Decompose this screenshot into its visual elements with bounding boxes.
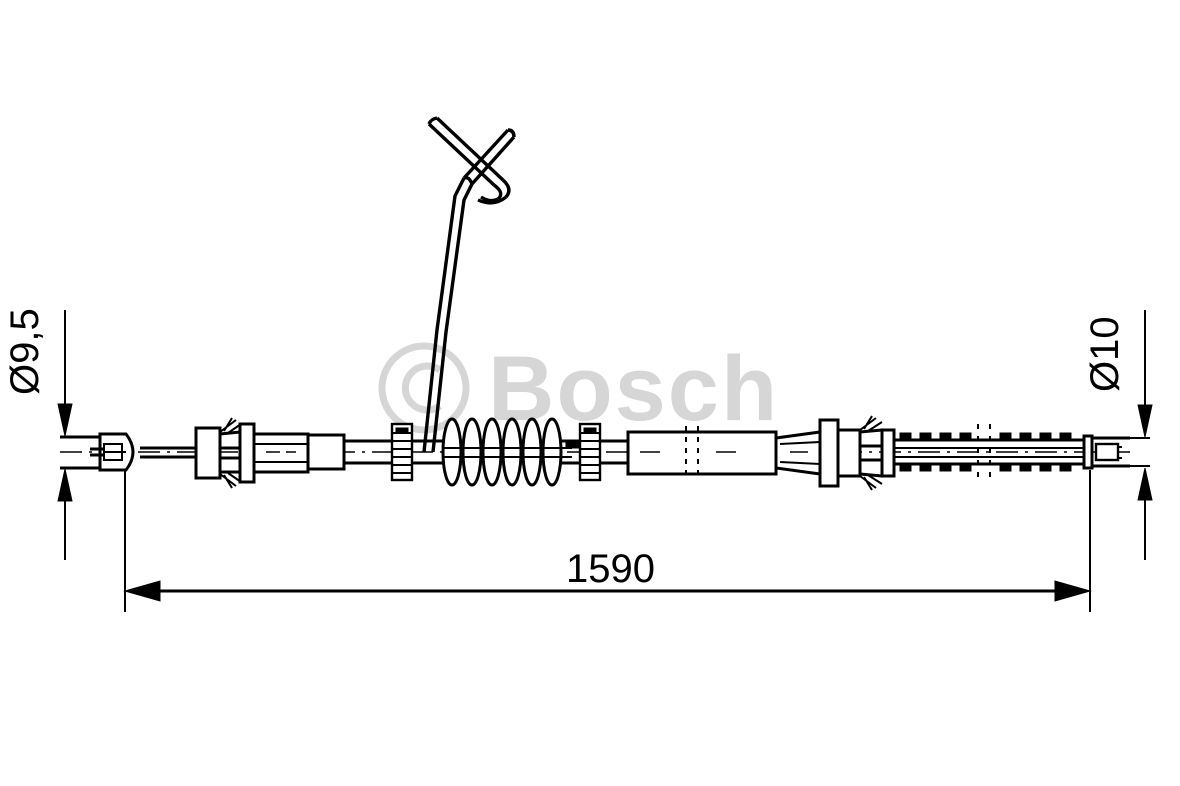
left-ferrule-clamp — [390, 422, 414, 482]
left-diameter-label: Ø9,5 — [3, 308, 47, 395]
break-mark — [685, 426, 699, 480]
left-diameter-dimension: Ø9,5 — [3, 308, 73, 560]
overall-length-label: 1590 — [566, 547, 655, 591]
left-inner-wire — [140, 446, 196, 459]
break-mark — [977, 424, 991, 482]
right-ferrule-clamp — [578, 422, 628, 482]
right-diameter-dimension: Ø10 — [1083, 310, 1153, 560]
left-clip-connector — [194, 417, 310, 489]
right-diameter-label: Ø10 — [1083, 316, 1127, 392]
overall-length-dimension: 1590 — [123, 470, 1092, 612]
copyright-symbol-icon — [378, 342, 470, 434]
bent-lever-rod — [422, 116, 516, 453]
left-end-nipple — [60, 432, 135, 472]
thick-conduit-tube — [626, 426, 778, 480]
tapered-connector — [774, 430, 822, 476]
left-sleeve — [306, 433, 398, 471]
coil-spring — [412, 417, 581, 487]
flange-clip-connector — [818, 415, 896, 491]
corrugated-conduit — [894, 424, 1084, 482]
